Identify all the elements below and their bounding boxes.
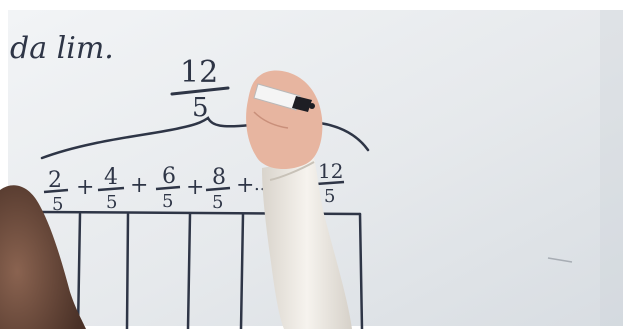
series-term-last: 12 5 — [315, 159, 345, 207]
term-last-denominator: 5 — [324, 186, 335, 207]
finger-crease-2 — [253, 111, 289, 129]
marker-pen — [253, 83, 315, 112]
term-4-denominator: 5 — [212, 192, 223, 213]
term-2-denominator: 5 — [106, 192, 117, 213]
series-term-3: 6 5 — [155, 164, 181, 212]
top-fraction-bar — [170, 86, 230, 96]
term-2-bar — [97, 186, 125, 192]
term-1-denominator: 5 — [52, 194, 63, 215]
bar-model-right-edge — [358, 212, 364, 329]
bar-model-divider-2 — [125, 212, 130, 329]
top-numerator: 12 — [180, 55, 218, 90]
term-4-numerator: 8 — [212, 165, 226, 190]
sleeve-cuff — [269, 161, 315, 181]
bar-model-divider-3 — [186, 212, 192, 329]
term-2-numerator: 4 — [104, 165, 118, 190]
fraction-series: 2 5 + 4 5 + 6 5 + 8 5 — [43, 159, 345, 215]
plus-3: + — [186, 175, 204, 200]
term-1-bar — [43, 188, 69, 194]
term-last-bar — [315, 180, 345, 186]
board-edge-shadow — [600, 10, 623, 326]
term-3-denominator: 5 — [162, 191, 173, 212]
term-last-numerator: 12 — [318, 159, 343, 183]
bar-model-divider-4 — [239, 212, 245, 329]
term-3-numerator: 6 — [162, 164, 176, 189]
term-4-bar — [205, 186, 231, 192]
top-fraction: 12 5 — [170, 55, 230, 123]
plus-2: + — [130, 173, 148, 198]
plus-4: + — [236, 173, 254, 198]
student-head-hair — [0, 185, 86, 329]
top-denominator: 5 — [192, 93, 209, 123]
teacher-sleeve — [262, 158, 352, 329]
bar-model-divider-1 — [76, 212, 82, 329]
plus-1: + — [76, 175, 94, 200]
term-1-numerator: 2 — [48, 168, 62, 193]
series-term-4: 8 5 — [205, 165, 231, 213]
term-3-bar — [155, 185, 181, 191]
series-term-1: 2 5 — [43, 168, 69, 215]
board-smudge — [547, 257, 573, 263]
series-term-2: 4 5 — [97, 165, 125, 213]
partial-word-text: da lim. — [10, 31, 114, 66]
